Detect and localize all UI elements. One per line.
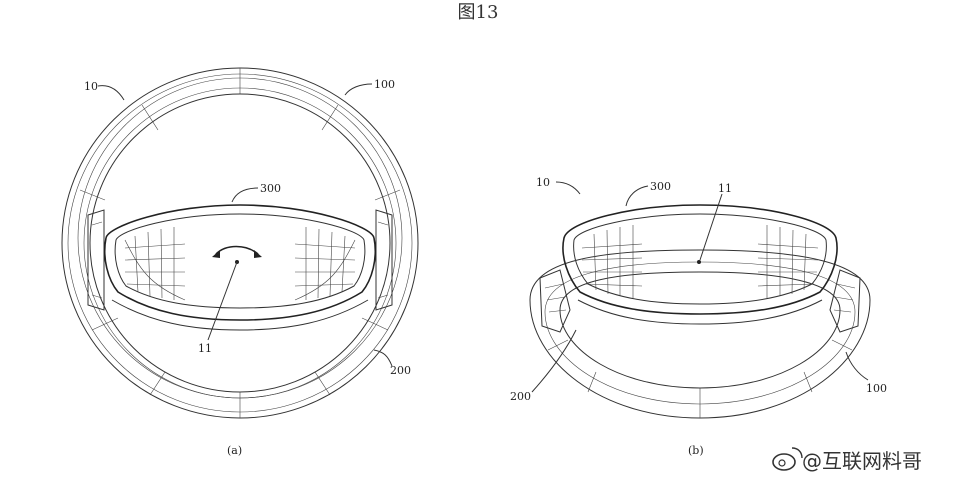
module-grid-right-b: [757, 225, 819, 298]
label-100-a: 100: [374, 78, 395, 91]
label-10-a: 10: [84, 80, 98, 93]
right-spoke-b: [829, 269, 861, 333]
right-spoke-a: [375, 209, 393, 311]
center-module-a: [103, 204, 377, 321]
leader-10-a: [97, 85, 125, 101]
subfigure-label-a: (a): [227, 444, 242, 457]
weibo-icon: [772, 447, 803, 471]
leader-300-b: [625, 185, 649, 207]
subfigure-label-b: (b): [688, 444, 704, 457]
spoke-details-a: [91, 221, 389, 299]
left-spoke-b: [539, 269, 571, 333]
leader-200-b: [531, 329, 577, 393]
rotation-arrow-icon: [215, 245, 259, 255]
leader-100-a: [344, 83, 373, 96]
module-grid-left-b: [581, 225, 643, 298]
rim-segment-lines-b: [547, 339, 853, 418]
rim-mid-a: [83, 87, 397, 399]
rim-inner-a: [89, 93, 391, 393]
watermark: @互联网料哥: [772, 447, 922, 473]
module-lower-edge-a: [111, 299, 369, 331]
leader-100-b: [845, 351, 869, 381]
spoke-details-b: [544, 283, 856, 313]
module-grid-right-a: [294, 227, 356, 301]
center-module-b: [562, 204, 838, 315]
leader-300-a: [231, 187, 259, 203]
watermark-text: @互联网料哥: [802, 449, 922, 473]
leader-11-b: [699, 193, 723, 261]
label-11-b: 11: [718, 182, 732, 195]
label-300-b: 300: [650, 180, 671, 193]
label-300-a: 300: [260, 182, 281, 195]
steering-wheel-front-view: [61, 67, 419, 419]
label-10-b: 10: [536, 176, 550, 189]
steering-wheel-perspective-view: [529, 181, 871, 419]
label-100-b: 100: [866, 382, 887, 395]
rotation-arrowheads-icon: [212, 250, 262, 258]
label-11-a: 11: [198, 342, 212, 355]
rim-mid2-a: [77, 77, 403, 399]
center-point-b: [697, 260, 701, 264]
leader-11-a: [207, 261, 238, 341]
rim-outer-inner-a: [67, 73, 413, 413]
rim-segment-lines-a: [79, 68, 401, 418]
left-spoke-a: [87, 209, 105, 311]
figure-title: 图13: [458, 2, 499, 23]
leader-10-b: [555, 181, 581, 195]
module-grid-left-a: [124, 227, 186, 301]
leader-200-a: [373, 349, 393, 367]
rim-outer-b: [529, 249, 871, 419]
module-lower-edge-b: [577, 299, 823, 325]
center-module-inner-a: [114, 213, 366, 309]
rim-inner-b: [559, 271, 841, 389]
rim-mid-b: [544, 261, 856, 405]
label-200-b: 200: [510, 390, 531, 403]
label-200-a: 200: [390, 364, 411, 377]
